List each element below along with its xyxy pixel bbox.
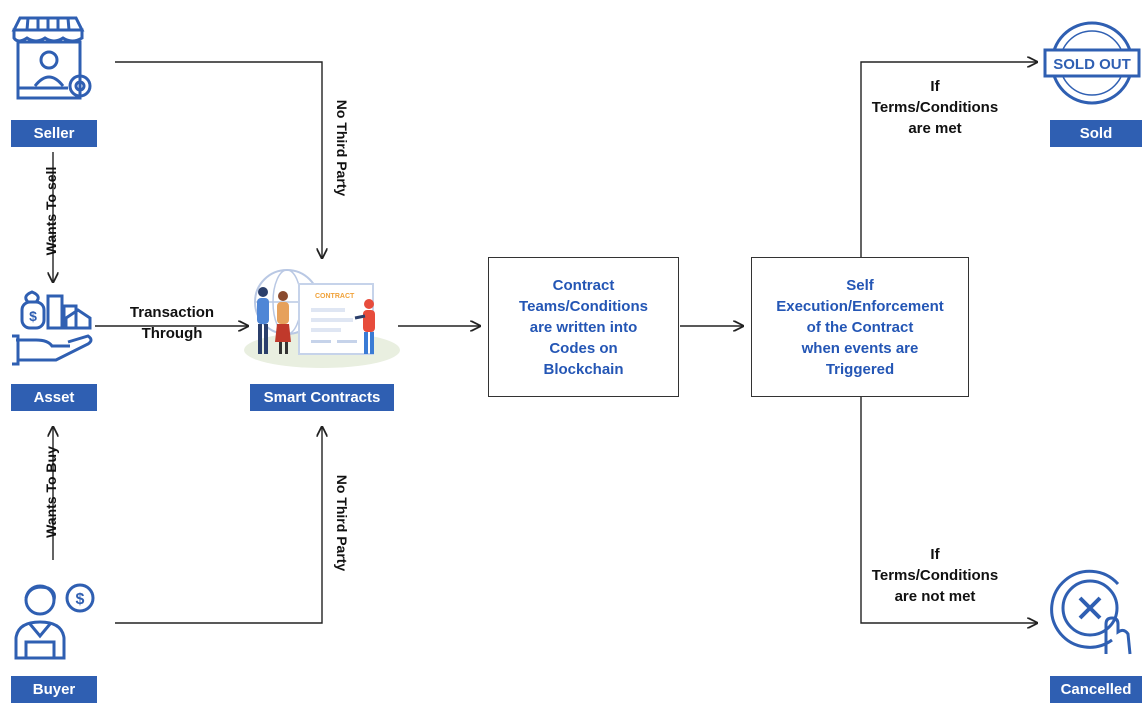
self-execution-box: Self Execution/Enforcement of the Contra…	[751, 257, 969, 397]
cancel-touch-icon	[1050, 569, 1132, 655]
contract-box-line: Blockchain	[543, 360, 624, 378]
execution-box-line: Execution/Enforcement	[776, 297, 944, 315]
sold-out-stamp-icon: SOLD OUT	[1043, 21, 1141, 105]
transaction-through-label: Transaction Through	[110, 302, 234, 344]
store-icon	[11, 16, 92, 100]
edge-execution-cancelled	[860, 397, 1037, 623]
wants-to-buy-label: Wants To Buy	[43, 446, 59, 538]
no-third-party-top-label: No Third Party	[334, 99, 350, 197]
sold-out-stamp-text: SOLD OUT	[1053, 56, 1131, 73]
asset-hand-icon: $	[12, 290, 93, 366]
edge-seller-contract	[115, 61, 322, 258]
terms-not-met-line: are not met	[894, 588, 976, 605]
execution-box-line: Triggered	[825, 360, 895, 378]
execution-box-line: when events are	[801, 339, 919, 357]
sold-label: Sold	[1050, 120, 1142, 147]
transaction-line: Through	[141, 325, 203, 342]
edge-execution-sold	[860, 62, 1037, 258]
terms-met-line: If	[930, 78, 940, 95]
execution-box-line: of the Contract	[806, 318, 914, 336]
terms-not-met-label: If Terms/Conditions are not met	[860, 544, 1010, 607]
svg-text:$: $	[76, 591, 85, 608]
terms-not-met-line: Terms/Conditions	[871, 567, 999, 584]
smart-contracts-label: Smart Contracts	[250, 384, 394, 411]
terms-met-label: If Terms/Conditions are met	[860, 76, 1010, 139]
seller-label: Seller	[11, 120, 97, 147]
contract-box-line: are written into	[529, 318, 638, 336]
edge-buyer-contract	[115, 427, 322, 624]
svg-text:CONTRACT: CONTRACT	[315, 293, 355, 300]
contract-box-line: Teams/Conditions	[519, 297, 648, 315]
asset-label: Asset	[11, 384, 97, 411]
contract-conditions-box: Contract Teams/Conditions are written in…	[488, 257, 679, 397]
contract-box-line: Codes on	[549, 339, 618, 357]
no-third-party-bottom-label: No Third Party	[334, 474, 350, 572]
contract-box-line: Contract	[552, 276, 615, 294]
terms-met-line: Terms/Conditions	[871, 99, 999, 116]
buyer-icon: $	[14, 583, 95, 660]
cancelled-label: Cancelled	[1050, 676, 1142, 703]
terms-met-line: are met	[908, 120, 962, 137]
execution-box-line: Self	[846, 276, 874, 294]
contract-illustration: CONTRACT	[244, 269, 400, 368]
transaction-line: Transaction	[129, 304, 215, 321]
buyer-label: Buyer	[11, 676, 97, 703]
wants-to-sell-label: Wants To sell	[43, 166, 59, 256]
svg-text:$: $	[29, 308, 37, 324]
terms-not-met-line: If	[930, 546, 940, 563]
